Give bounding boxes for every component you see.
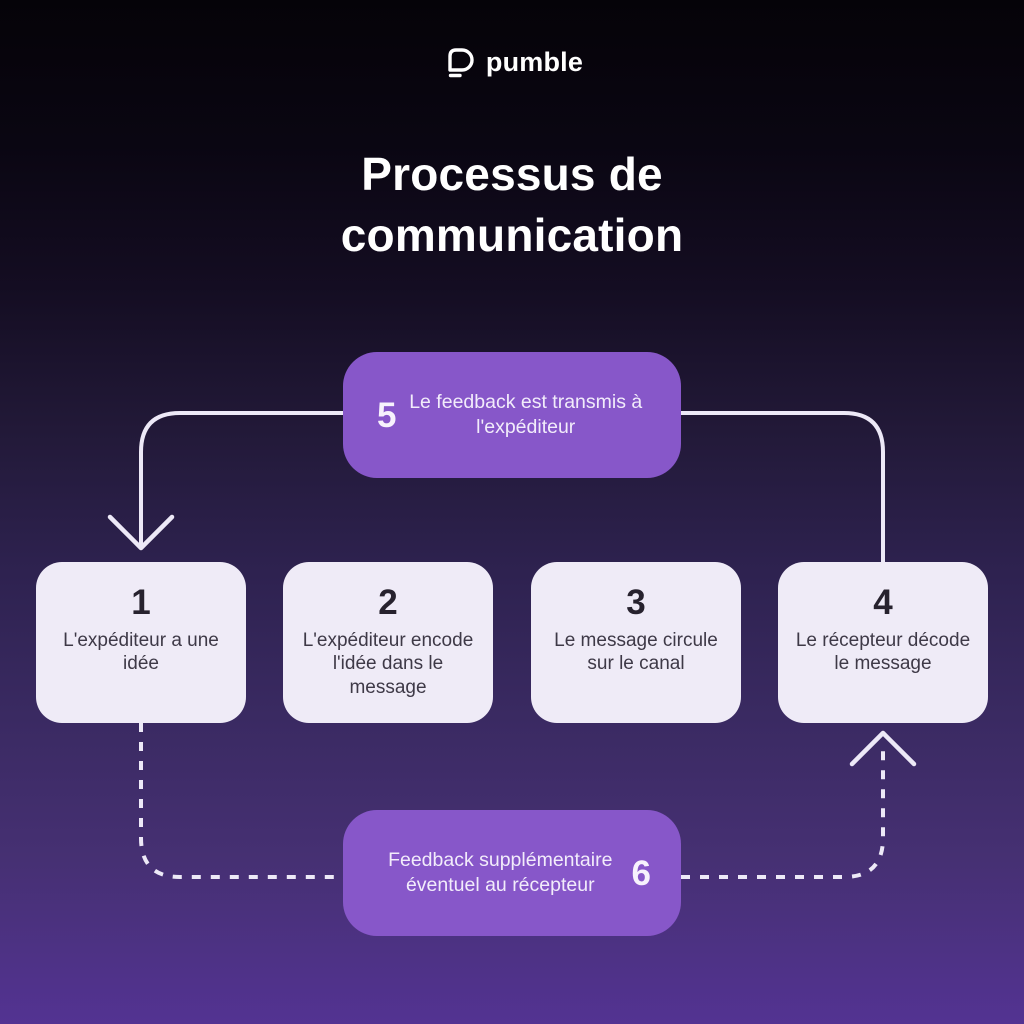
step-label: Le message circule sur le canal	[554, 630, 718, 675]
step-label: Le récepteur décode le message	[795, 630, 971, 675]
step-box-6: Feedback supplémentaire éventuel au réce…	[343, 810, 681, 936]
speech-bubble-icon	[441, 44, 477, 80]
step-label: L'expéditeur a une idée	[63, 630, 219, 675]
logo: pumble	[0, 44, 1024, 80]
page-title-line2: communication	[340, 209, 684, 261]
step-label: L'expéditeur encode l'idée dans le messa…	[302, 630, 474, 698]
step-label: Feedback supplémentaire éventuel au réce…	[388, 849, 613, 896]
step-number: 1	[131, 583, 151, 622]
step-box-2: 2 L'expéditeur encode l'idée dans le mes…	[283, 562, 493, 723]
step-label: Le feedback est transmis à l'expéditeur	[409, 391, 643, 438]
step-number: 2	[378, 583, 398, 622]
extra-feedback-dashed-left	[139, 723, 343, 879]
arrow-down-icon	[107, 514, 175, 551]
step-number: 4	[873, 583, 893, 622]
step-number: 3	[626, 583, 646, 622]
feedback-arrow-left-line	[139, 411, 343, 546]
step-number: 5	[377, 395, 397, 435]
step-box-5: 5 Le feedback est transmis à l'expéditeu…	[343, 352, 681, 478]
step-box-4: 4 Le récepteur décode le message	[778, 562, 988, 723]
page-title-line1: Processus de	[361, 148, 663, 200]
feedback-arrow-right-line	[681, 411, 885, 562]
page-title: Processus de communication	[0, 144, 1024, 266]
arrow-up-icon	[849, 730, 917, 767]
step-box-3: 3 Le message circule sur le canal	[531, 562, 741, 723]
step-number: 6	[631, 853, 651, 893]
step-box-1: 1 L'expéditeur a une idée	[36, 562, 246, 723]
extra-feedback-dashed-right	[681, 744, 885, 879]
logo-wordmark: pumble	[485, 46, 584, 77]
